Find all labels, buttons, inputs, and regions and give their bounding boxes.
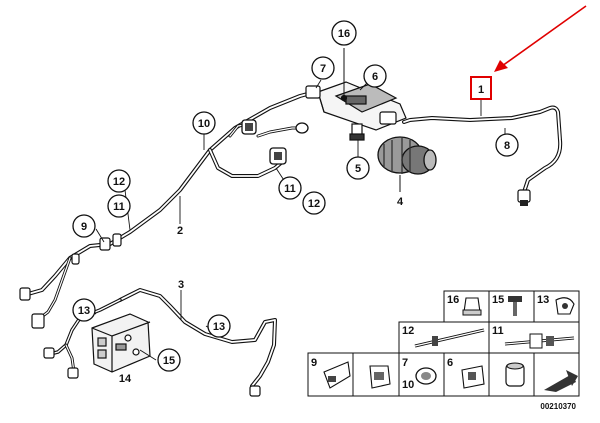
table-cell-7-10[interactable]: 7 10 — [402, 357, 437, 391]
callout-15[interactable]: 15 — [157, 348, 181, 372]
svg-text:10: 10 — [402, 379, 414, 391]
table-cell-8-clip[interactable] — [369, 365, 391, 389]
callout-8[interactable]: 8 — [495, 133, 519, 157]
line-2-vent-hose — [26, 90, 317, 320]
table-cell-9[interactable]: 9 — [311, 357, 351, 389]
svg-text:15: 15 — [163, 355, 175, 367]
svg-text:12: 12 — [308, 198, 320, 210]
svg-text:6: 6 — [372, 71, 378, 83]
svg-text:11: 11 — [284, 183, 296, 195]
callout-10[interactable]: 10 — [192, 111, 216, 135]
end-fitting-right — [517, 189, 531, 206]
svg-text:16: 16 — [447, 294, 459, 306]
svg-text:6: 6 — [447, 357, 453, 369]
svg-text:12: 12 — [402, 325, 414, 337]
table-cell-15[interactable]: 15 — [492, 294, 522, 316]
callout-11-upper[interactable]: 11 — [278, 176, 302, 200]
part-4-filter-canister — [377, 136, 437, 192]
hose-connectors-left — [19, 119, 309, 329]
callout-6[interactable]: 6 — [363, 64, 387, 88]
table-cell-arrow[interactable] — [544, 370, 578, 392]
lower-connectors — [43, 347, 261, 397]
table-cell-16[interactable]: 16 — [447, 294, 482, 316]
table-cell-11[interactable]: 11 — [492, 325, 575, 349]
svg-text:7: 7 — [320, 63, 326, 75]
svg-text:5: 5 — [355, 163, 361, 175]
callout-12-upper[interactable]: 12 — [302, 191, 326, 215]
callout-1-highlighted[interactable]: 1 — [470, 76, 492, 100]
svg-text:13: 13 — [78, 305, 90, 317]
svg-text:13: 13 — [213, 321, 225, 333]
table-cell-13[interactable]: 13 — [537, 294, 575, 315]
label-4[interactable]: 4 — [397, 196, 404, 208]
svg-text:12: 12 — [113, 176, 125, 188]
svg-text:13: 13 — [537, 294, 549, 306]
callout-11-left[interactable]: 11 — [107, 194, 131, 218]
label-14[interactable]: 14 — [119, 373, 132, 385]
line-1-fuel-tube — [402, 105, 563, 194]
table-cell-12[interactable]: 12 — [402, 325, 485, 348]
svg-text:9: 9 — [81, 221, 87, 233]
part-5-nipple — [349, 123, 365, 141]
red-arrow-indicator — [494, 5, 587, 72]
table-cell-6[interactable]: 6 — [447, 357, 485, 389]
callout-5[interactable]: 5 — [346, 156, 370, 180]
callout-7[interactable]: 7 — [311, 56, 335, 80]
svg-text:15: 15 — [492, 294, 504, 306]
svg-text:11: 11 — [492, 325, 504, 337]
callout-12-left[interactable]: 12 — [107, 169, 131, 193]
svg-text:11: 11 — [113, 201, 125, 213]
label-2[interactable]: 2 — [177, 225, 183, 237]
svg-text:9: 9 — [311, 357, 317, 369]
line-3-lower-hose — [48, 288, 277, 394]
clip-cluster-left — [71, 233, 122, 265]
table-cell-fitting[interactable] — [505, 362, 525, 387]
label-3[interactable]: 3 — [178, 279, 184, 291]
callout-16[interactable]: 16 — [331, 20, 357, 46]
callout-13-right[interactable]: 13 — [207, 314, 231, 338]
svg-text:1: 1 — [478, 84, 484, 96]
svg-text:8: 8 — [504, 140, 510, 152]
svg-text:16: 16 — [338, 28, 350, 40]
callout-13-left[interactable]: 13 — [72, 298, 96, 322]
svg-text:7: 7 — [402, 357, 408, 369]
callout-9[interactable]: 9 — [72, 214, 96, 238]
svg-text:10: 10 — [198, 118, 210, 130]
part-6-bracket-pump — [305, 48, 407, 131]
diagram-code: 00210370 — [540, 402, 576, 411]
